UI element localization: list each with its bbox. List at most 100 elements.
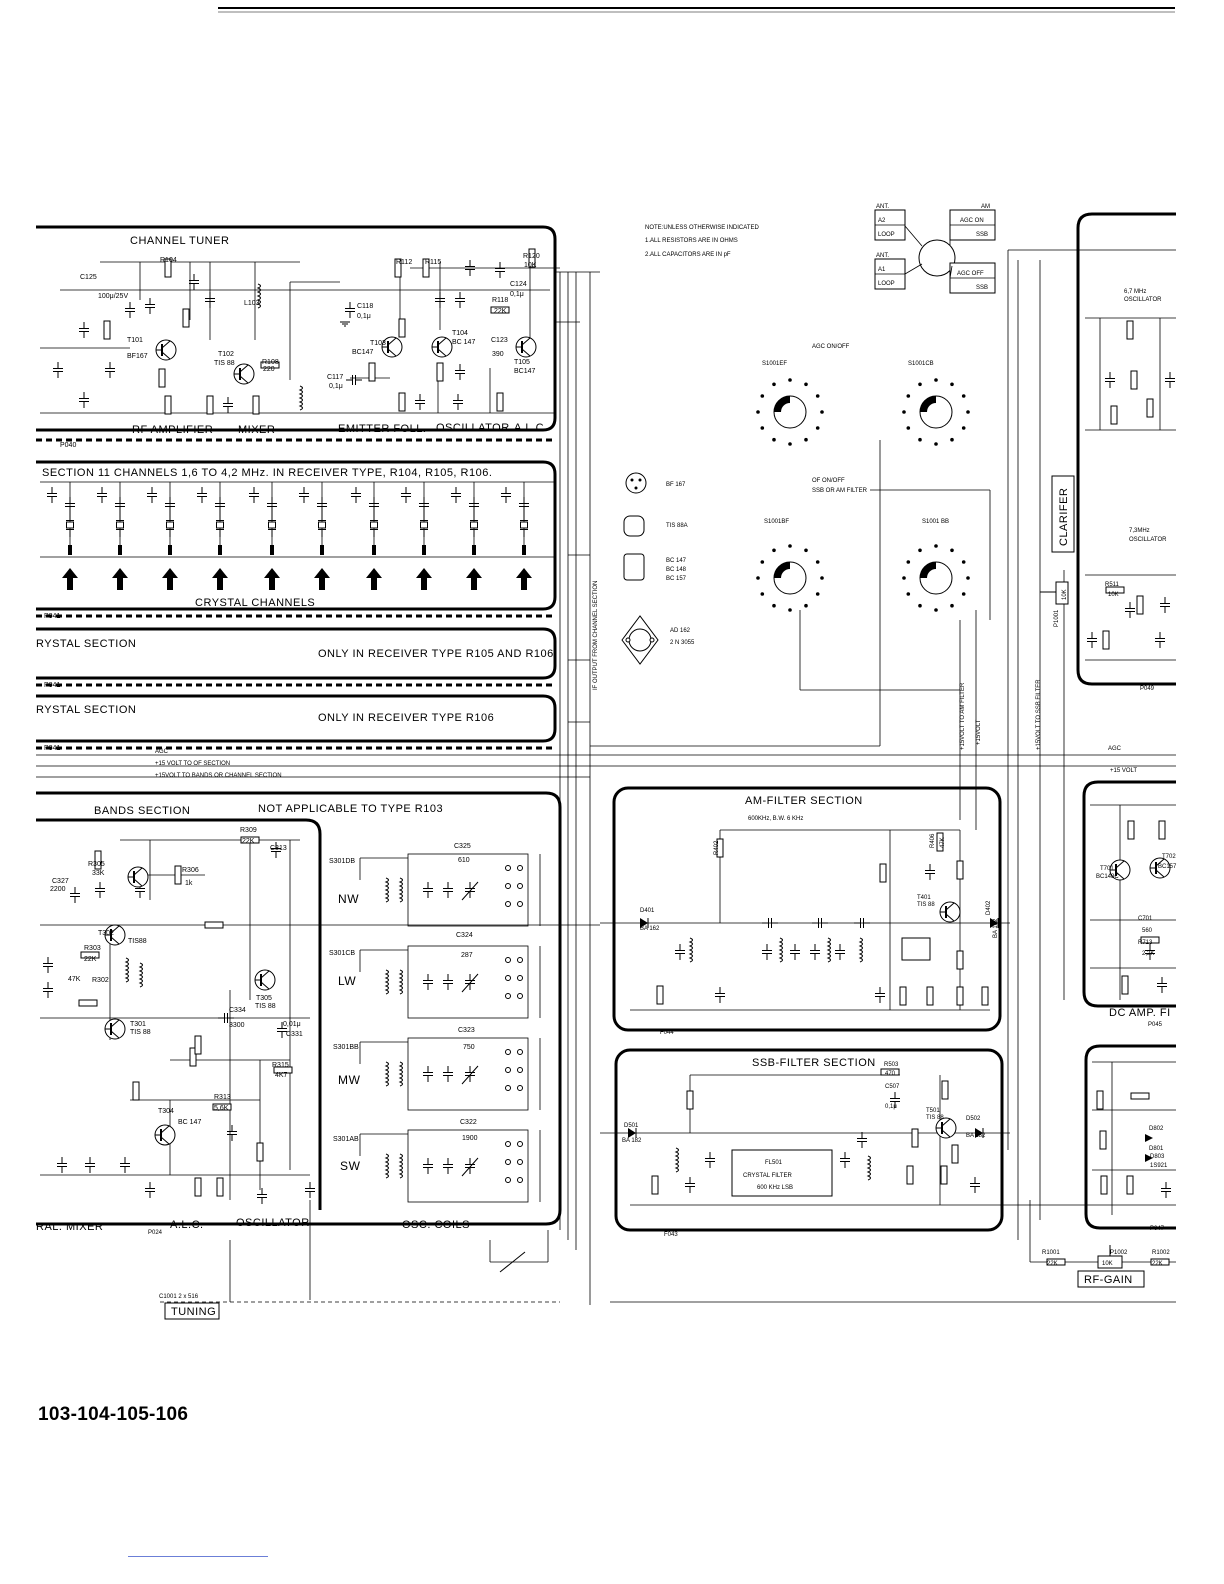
bottom-link-rule [128,1556,268,1557]
label-d402: D402 [986,900,992,915]
label-r1002: R1002 [1152,1250,1170,1256]
rotary-switch [902,544,970,612]
am-filter-title: AM-FILTER SECTION [745,795,863,807]
rf-gain-label[interactable]: RF-GAIN [1084,1274,1133,1286]
bus-15v-ssb: +15VOLT TO SSB FILTER [1036,679,1042,750]
osc-67-title: 6,7 MHz [1124,289,1146,295]
label-r313-value: 5,6K [214,1105,229,1112]
bus-agc: AGC [155,749,169,755]
port-p041b: P041 [44,682,60,689]
switch-ssb-1: SSB [976,232,988,238]
label-r306-value: 1k [185,880,193,887]
label-r120-value: 10K [524,262,537,269]
note-line2: 1.ALL RESISTORS ARE IN OHMS [645,238,738,244]
switch-ssb-2: SSB [976,285,988,291]
crystal-channel-arrow-icon [264,568,280,590]
label-t103: T103 [370,340,386,347]
note-line3: 2.ALL CAPACITORS ARE IN pF [645,252,731,258]
label-c125-value: 100μ/25V [98,293,128,300]
crystal-column [500,482,532,590]
label-r108: R108 [262,359,279,366]
label-t101: T101 [127,337,143,344]
label-c125: C125 [80,274,97,281]
dc-amp-circuit [1090,804,1176,1000]
rotary-switch [756,544,824,612]
label-r118: R118 [492,297,508,304]
label-agc-onoff: AGC ON/OFF [812,344,850,350]
switch-a1: A1 [878,267,886,273]
rotary-switch [902,378,970,446]
label-r503: R503 [884,1062,899,1068]
switch-s301bb: S301BB [333,1044,359,1051]
label-r1002-value: 22K [1152,1261,1163,1267]
label-c124: C124 [510,281,527,288]
label-t304: T304 [158,1108,174,1115]
bus-if-output: IF OUTPUT FROM CHANNEL SECTION [593,581,599,690]
tuning-box [164,1302,220,1320]
label-c313: C313 [270,845,287,852]
bus-15v-am: +15VOLT TO AM FILTER [960,682,966,750]
dc-amp-box [1082,780,1176,1008]
bands-circuit [40,836,600,1300]
crystal-channel-arrow-icon [466,568,482,590]
label-c117-value: 0,1μ [329,383,343,390]
bands-section-note: NOT APPLICABLE TO TYPE R103 [258,803,443,815]
label-t302: T302 [98,930,114,937]
label-fl501-value: 600 KHz LSB [757,1185,793,1191]
switch-s301db: S301DB [329,858,355,865]
ssb-filter-title: SSB-FILTER SECTION [752,1057,876,1069]
crystal-section-b-title: RYSTAL SECTION [36,704,136,716]
legend-bc148: BC 148 [666,567,687,573]
label-r315-value: 4K7 [275,1072,288,1079]
crystal-columns [46,482,532,590]
crystal-channel-arrow-icon [162,568,178,590]
label-c124-value: 0,1μ [510,291,524,298]
crystal-section-b-box [36,694,557,743]
agc-detector-circuit [1092,1061,1176,1215]
port-f043: F043 [664,1232,678,1238]
legend-bc147: BC 147 [666,558,687,564]
tuning-label[interactable]: TUNING [171,1306,216,1318]
label-t102-type: TIS 88 [214,360,235,367]
port-p041a: P041 [44,613,60,620]
label-c323: C323 [458,1027,475,1034]
label-t302-type: TIS88 [128,938,147,945]
label-c323-value: 750 [463,1044,475,1051]
stage-bal-mixer: RAL. MIXER [36,1221,103,1233]
label-r309: R309 [240,827,257,834]
label-d402-type: BA 182 [993,918,999,938]
clarifier-label: CLARIFER [1058,488,1070,546]
label-s1001ef: S1001EF [762,361,787,367]
antenna-switch [874,209,996,294]
label-r713: R713 [1138,940,1153,946]
label-c507: C507 [885,1084,900,1090]
c1001-label: C1001 2 x 516 [159,1294,199,1300]
stage-emitter-foll: EMITTER FOLL. [338,423,426,435]
port-p041c: P041 [44,745,60,752]
label-d801: D801 [1149,1146,1164,1152]
label-r511: R511 [1105,582,1120,588]
label-c701: C701 [1138,916,1153,922]
label-c331: C331 [286,1031,303,1038]
label-t702: T702 [1162,854,1176,860]
band-lw-label: LW [338,974,356,988]
label-c118: C118 [357,303,373,310]
clarifier-control[interactable] [1051,475,1075,553]
rf-gain-circuit [1029,1200,1176,1288]
label-l103: L103 [244,300,260,307]
label-t401: T401 [917,895,931,901]
legend-bf167: BF 167 [666,482,686,488]
crystal-section-b-note: ONLY IN RECEIVER TYPE R106 [318,712,494,724]
channel-tuner-title: CHANNEL TUNER [130,235,229,247]
channel-tuner-box [36,225,557,432]
label-c334-value: 3300 [229,1022,245,1029]
label-r305: R305 [88,861,105,868]
label-d803-type: 1S921 [1150,1163,1168,1169]
label-of-onoff: OF ON/OFF [812,478,845,484]
label-c701-value: 560 [1142,928,1153,934]
label-t102: T102 [218,351,234,358]
label-c322-value: 1900 [462,1135,478,1142]
label-t501: T501 [926,1108,940,1114]
crystal-channel-box [36,460,557,611]
